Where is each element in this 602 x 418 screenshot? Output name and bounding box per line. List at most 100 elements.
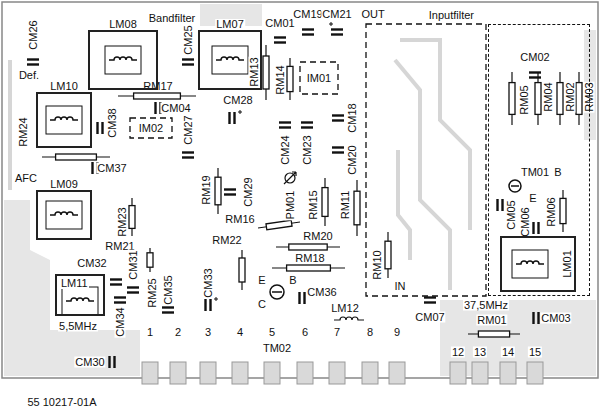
part-label: RM05: [519, 84, 530, 115]
capacitor-symbol: [332, 148, 344, 153]
capacitor-plate: [162, 306, 174, 308]
capacitor-plate: [114, 296, 126, 298]
part-label: RM06: [546, 196, 557, 227]
capacitor-plate: [331, 28, 343, 30]
coil-symbol: [66, 298, 94, 301]
part-label: RM20: [302, 231, 333, 242]
pin-number: 14: [501, 347, 515, 358]
lm12-coil: [334, 317, 364, 320]
capacitor-plate: [233, 112, 235, 124]
part-label: CM34: [115, 306, 126, 337]
coil-core: [105, 46, 141, 74]
part-label: E: [257, 275, 266, 286]
resistor-body: [263, 56, 269, 89]
capacitor-symbol: [424, 298, 436, 303]
resistor-symbol: [385, 232, 391, 278]
resistor-symbol: [276, 244, 340, 250]
capacitor-plate: [114, 301, 126, 303]
part-label: 55 10217-01A: [26, 397, 97, 408]
part-label: CM27: [183, 114, 194, 145]
part-label: CM25: [183, 24, 194, 55]
part-label: RM11: [340, 190, 351, 221]
capacitor-plate: [27, 63, 39, 65]
capacitor-plate: [501, 199, 503, 211]
potentiometer-symbol: [285, 173, 295, 183]
resistor-symbol: [557, 72, 563, 125]
pin-number: 5: [268, 327, 276, 338]
capacitor-plate: [101, 122, 103, 134]
pin-number: 9: [393, 327, 401, 338]
part-label: CM32: [76, 258, 107, 269]
coil-core: [512, 250, 548, 278]
part-label: RM14: [275, 64, 286, 95]
resistor-body: [147, 253, 153, 267]
capacitor-plate: [274, 41, 286, 43]
capacitor-plate: [127, 286, 139, 288]
filter-region: InputfilterLM01: [488, 24, 590, 296]
pin-number: 6: [301, 327, 309, 338]
capacitor-symbol: [182, 153, 194, 158]
trace: [395, 60, 450, 290]
resistor-body: [239, 258, 245, 282]
part-label: 5,5MHz: [58, 321, 98, 332]
pin-number: 8: [366, 327, 374, 338]
coil-core: [62, 287, 98, 315]
part-label: Bandfilter: [148, 13, 196, 24]
part-label: CM04: [160, 103, 191, 114]
capacitor-plate: [113, 356, 115, 368]
capacitor-plate: [424, 301, 436, 303]
part-label: RM19: [201, 174, 212, 205]
resistor-symbol: [322, 178, 328, 226]
part-label: LM01: [562, 249, 573, 279]
part-label: CM29: [243, 176, 254, 207]
part-label: CM03: [540, 313, 571, 324]
part-label: Inputfilter: [428, 10, 475, 21]
capacitor-symbol: [279, 123, 291, 128]
part-label: Def.: [18, 70, 40, 81]
part-label: RM01: [476, 315, 507, 326]
pin-number: 13: [473, 347, 487, 358]
coil-symbol: [516, 261, 544, 264]
part-label: CM21: [321, 9, 352, 20]
part-label: RM25: [147, 277, 158, 308]
resistor-body: [557, 83, 563, 115]
resistor-symbol: [509, 72, 515, 125]
resistor-symbol: [215, 168, 221, 214]
resistor-body: [322, 188, 328, 217]
coil-core: [46, 201, 82, 229]
capacitor-symbol: [301, 123, 313, 128]
capacitor-symbol: [114, 298, 126, 303]
part-label: CM33: [203, 267, 214, 298]
pin-number: 4: [236, 327, 244, 338]
polarity-mark: [238, 110, 242, 114]
capacitor-symbol: [329, 22, 343, 35]
capacitor-plate: [228, 112, 230, 124]
part-label: RM04: [543, 81, 554, 112]
capacitor-plate: [331, 33, 343, 35]
coil-can: LM01: [500, 236, 576, 292]
part-label: LM08: [108, 19, 138, 30]
capacitor-symbol: [224, 190, 236, 195]
part-label: CM26: [28, 19, 39, 50]
resistor-symbol: [129, 198, 135, 236]
coil-core: [212, 46, 248, 74]
capacitor-plate: [332, 119, 344, 121]
capacitor-plate: [424, 296, 436, 298]
copper-traces: [10, 40, 470, 290]
capacitor-symbol: [302, 30, 314, 35]
part-label: CM28: [222, 95, 253, 106]
part-label: CM18: [347, 102, 358, 133]
part-label: CM19: [292, 9, 323, 20]
capacitor-plate: [332, 146, 344, 148]
capacitor-plate: [182, 63, 194, 65]
part-label: CM24: [280, 134, 291, 165]
capacitor-plate: [279, 126, 291, 128]
resistor-body: [287, 66, 293, 91]
capacitor-symbol: [206, 297, 219, 311]
capacitor-plate: [209, 299, 211, 311]
resistor-symbol: [147, 248, 153, 272]
part-label: CM36: [306, 287, 337, 298]
resistor-body: [576, 83, 582, 115]
part-label: LM11: [60, 278, 89, 289]
part-label: IN: [394, 281, 407, 292]
